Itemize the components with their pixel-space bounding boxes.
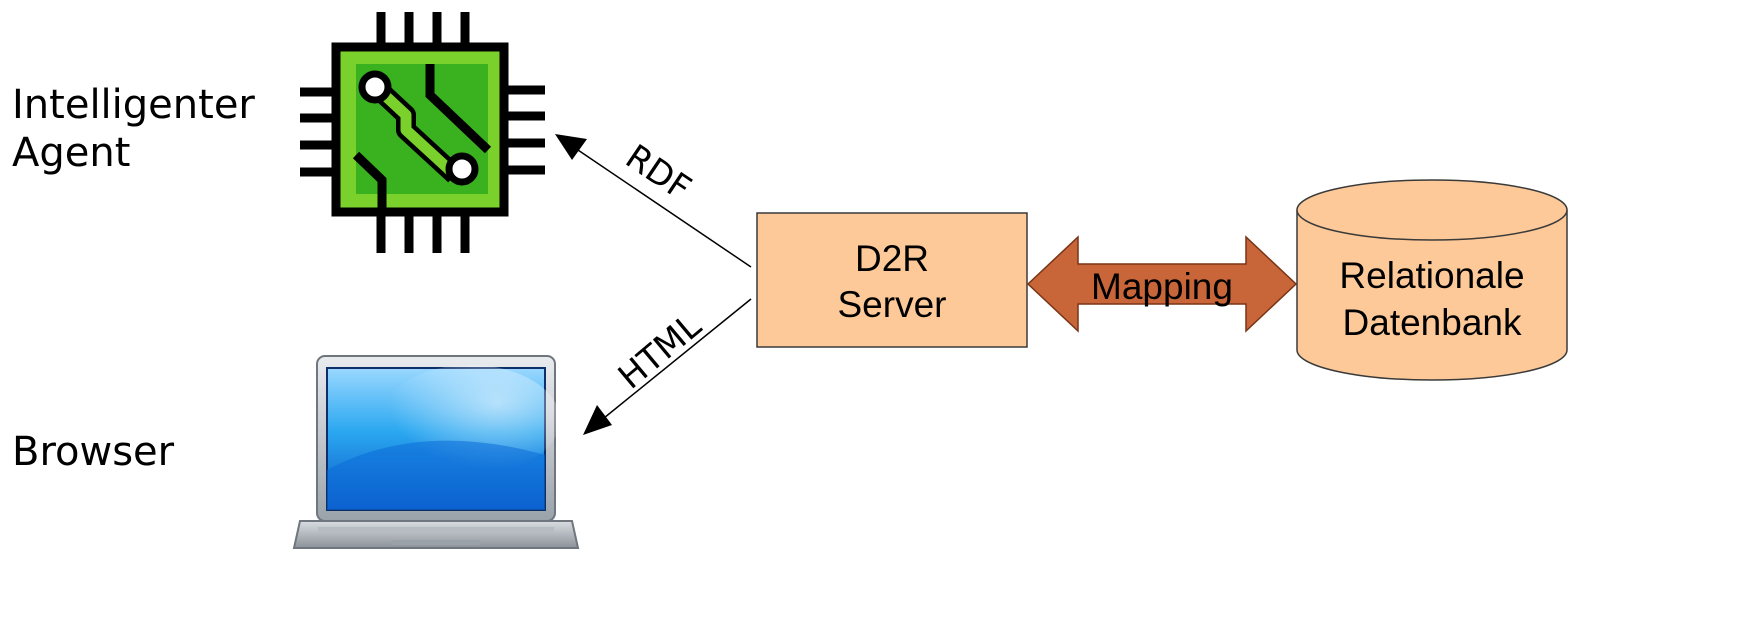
rdf-arrow-line [574, 147, 752, 268]
laptop-icon [292, 355, 580, 549]
html-arrowhead [583, 405, 612, 435]
mapping-double-arrow [1026, 235, 1298, 333]
html-arrow-line [603, 298, 752, 419]
html-label: HTML [611, 306, 709, 397]
agent-label-line2: Agent [12, 130, 130, 176]
database-label-line1: Relationale [1339, 255, 1524, 296]
d2r-server-box [756, 212, 1028, 348]
microchip-icon [300, 12, 545, 253]
browser-label: Browser [12, 429, 175, 475]
rdf-arrowhead [555, 134, 587, 160]
mapping-label: Mapping [1091, 266, 1233, 307]
d2r-server-label-line2: Server [838, 284, 947, 325]
rdf-label: RDF [618, 137, 698, 209]
database-label-line2: Datenbank [1343, 302, 1522, 343]
agent-label-line1: Intelligenter [12, 82, 255, 128]
d2r-server-label-line1: D2R [855, 238, 929, 279]
database-cylinder [1296, 179, 1568, 381]
